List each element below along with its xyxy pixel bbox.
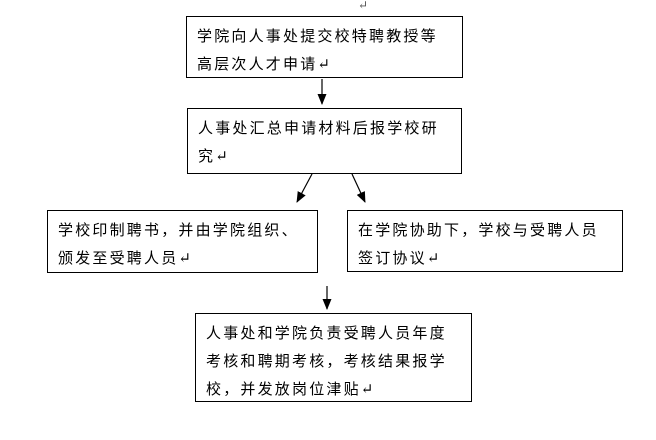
flow-node-summarize: 人事处汇总申请材料后报学校研 究↵ bbox=[187, 108, 462, 174]
flow-node-issue-letter: 学校印制聘书，并由学院组织、 颁发至受聘人员↵ bbox=[47, 210, 318, 273]
flow-node-apply: 学院向人事处提交校特聘教授等 高层次人才申请↵ bbox=[186, 16, 463, 78]
flow-node-assessment-text: 人事处和学院负责受聘人员年度 考核和聘期考核，考核结果报学 校，并发放岗位津贴↵ bbox=[206, 326, 447, 398]
flow-node-sign-agreement: 在学院协助下，学校与受聘人员 签订协议↵ bbox=[347, 210, 623, 272]
flow-node-issue-letter-text: 学校印制聘书，并由学院组织、 颁发至受聘人员↵ bbox=[58, 223, 299, 267]
flow-node-summarize-text: 人事处汇总申请材料后报学校研 究↵ bbox=[198, 121, 439, 165]
paragraph-return-mark: ↵ bbox=[358, 0, 369, 12]
flow-node-apply-text: 学院向人事处提交校特聘教授等 高层次人才申请↵ bbox=[197, 29, 438, 73]
arrow-summarize-to-issue bbox=[296, 173, 313, 203]
flow-node-assessment: 人事处和学院负责受聘人员年度 考核和聘期考核，考核结果报学 校，并发放岗位津贴↵ bbox=[195, 313, 472, 402]
arrow-summarize-to-sign bbox=[351, 173, 366, 203]
flow-node-sign-agreement-text: 在学院协助下，学校与受聘人员 签订协议↵ bbox=[358, 223, 599, 267]
